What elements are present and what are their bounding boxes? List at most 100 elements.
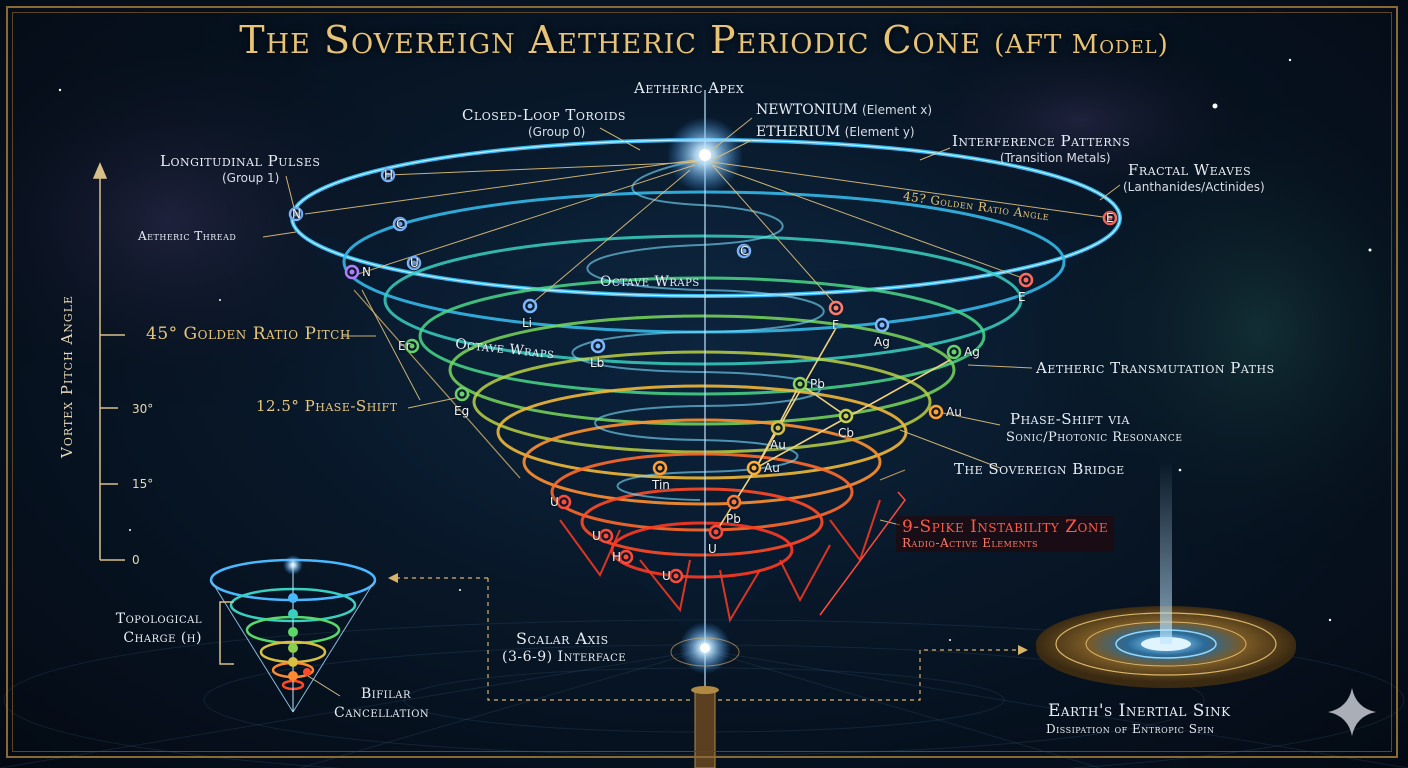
element-node-core <box>603 533 609 539</box>
element-node-label: Eg <box>454 404 470 418</box>
bifilar-label: Bifilar <box>360 686 412 702</box>
element-node-label: Ag <box>874 335 890 349</box>
element-node-label: H <box>384 168 394 182</box>
element-node-label: Cb <box>838 426 854 440</box>
nebula-top-right <box>880 30 1280 210</box>
leader-lines <box>262 117 1121 526</box>
fractal-label: Fractal Weaves <box>1128 161 1252 179</box>
element-node-label: U <box>550 495 559 509</box>
element-node-label: Pb <box>810 377 825 391</box>
scalar-sub: (3-6-9) Interface <box>502 649 627 665</box>
element-node-core <box>751 465 757 471</box>
topological-label: Topological <box>115 611 202 627</box>
longitudinal-label: Longitudinal Pulses <box>160 152 321 170</box>
pitch-axis <box>92 162 125 561</box>
element-node-label: U <box>662 569 671 583</box>
element-node-core <box>385 172 391 178</box>
pitch-axis-title: Vortex Pitch Angle <box>58 294 76 458</box>
pitch-45-label: 45° Golden Ratio Pitch <box>146 324 351 344</box>
element-node-core <box>713 529 719 535</box>
element-node-core <box>1023 277 1029 283</box>
element-node-core <box>595 343 601 349</box>
element-node-label: C <box>396 217 405 231</box>
element-node-core <box>527 303 533 309</box>
octave-wraps-upper: Octave Wraps <box>600 274 700 290</box>
element-node-core <box>833 305 839 311</box>
title-main: The Sovereign Aetheric Periodic Cone <box>239 18 981 62</box>
transmutation-label: Aetheric Transmutation Paths <box>1036 359 1275 377</box>
element-node-label: H <box>612 550 622 564</box>
element-node-core <box>843 413 849 419</box>
element-node-core <box>933 409 939 415</box>
element-node-core <box>741 248 747 254</box>
element-node-label: Au <box>770 438 786 452</box>
element-node-label: Tin <box>652 478 670 492</box>
stars <box>58 58 1372 641</box>
element-node-label: Pb <box>726 512 741 526</box>
pedestal <box>694 689 716 768</box>
apex-label: Aetheric Apex <box>634 79 745 97</box>
bridge-label: The Sovereign Bridge <box>954 460 1125 478</box>
earth-label: Earth's Inertial Sink <box>1048 701 1231 721</box>
element-node-core <box>673 573 679 579</box>
element-node-label: C <box>740 244 749 258</box>
mini-cone-nodes <box>288 593 311 681</box>
earth-sink <box>1036 460 1296 688</box>
bifilar-label-2: Cancellation <box>334 705 430 721</box>
element-node-label: U <box>708 542 717 556</box>
element-node-label: F <box>832 318 839 332</box>
dashed-connectors <box>396 577 1020 701</box>
diagram-title: The Sovereign Aetheric Periodic Cone (AF… <box>0 18 1408 62</box>
element-node-core <box>775 425 781 431</box>
element-node-core <box>409 343 415 349</box>
earth-sub: Dissipation of Entropic Spin <box>1046 722 1215 736</box>
element-node-label: Li <box>522 316 533 330</box>
element-node-core <box>731 499 737 505</box>
instability-sub: Radio-Active Elements <box>902 535 1038 550</box>
element-node-label: N <box>362 265 371 279</box>
element-node-label: N <box>292 207 301 221</box>
element-node-core <box>623 554 629 560</box>
interference-label: Interference Patterns <box>952 132 1131 150</box>
element-node-label: Au <box>946 405 962 419</box>
title-suffix: (AFT Model) <box>994 30 1169 60</box>
element-node-core <box>657 465 663 471</box>
element-node-label: Ag <box>964 345 980 359</box>
tick-15: 15° <box>132 477 154 491</box>
element-node-label: U <box>592 529 601 543</box>
watermark-star <box>1328 688 1376 736</box>
etherium-label: ETHERIUM (Element y) <box>756 124 915 140</box>
element-node-core <box>397 221 403 227</box>
element-node-core <box>797 381 803 387</box>
tick-0: 0 <box>132 553 140 567</box>
element-nodes <box>288 167 1118 584</box>
phaseshift-label: Phase-Shift via <box>1010 410 1130 428</box>
closed-loop-label: Closed-Loop Toroids <box>462 106 626 124</box>
element-node-core <box>1107 215 1113 221</box>
phaseshift-sub: Sonic/Photonic Resonance <box>1006 430 1183 445</box>
phase-125-label: 12.5° Phase-Shift <box>256 397 398 415</box>
element-node-label: E <box>1106 211 1114 225</box>
element-node-core <box>349 269 355 275</box>
scalar-label: Scalar Axis <box>516 629 609 648</box>
element-node-label: Lb <box>590 356 605 370</box>
element-node-core <box>951 349 957 355</box>
element-node-label: Er <box>398 339 411 353</box>
nebula-left <box>0 20 430 420</box>
closed-loop-sub: (Group 0) <box>528 125 586 139</box>
thread-label: Aetheric Thread <box>138 229 237 243</box>
element-node-core <box>411 260 417 266</box>
element-node-core <box>561 499 567 505</box>
element-node-core <box>293 211 299 217</box>
element-node-label: E <box>1018 290 1026 304</box>
longitudinal-sub: (Group 1) <box>222 171 280 185</box>
instability-zone-box: 9-Spike Instability Zone Radio-Active El… <box>896 516 1115 552</box>
instability-label: 9-Spike Instability Zone <box>902 517 1109 537</box>
fractal-sub: (Lanthanides/Actinides) <box>1123 180 1265 194</box>
newtonium-label: NEWTONIUM (Element x) <box>756 102 933 118</box>
element-node-core <box>879 322 885 328</box>
element-node-label: U <box>410 256 419 270</box>
tick-30: 30° <box>132 402 154 416</box>
